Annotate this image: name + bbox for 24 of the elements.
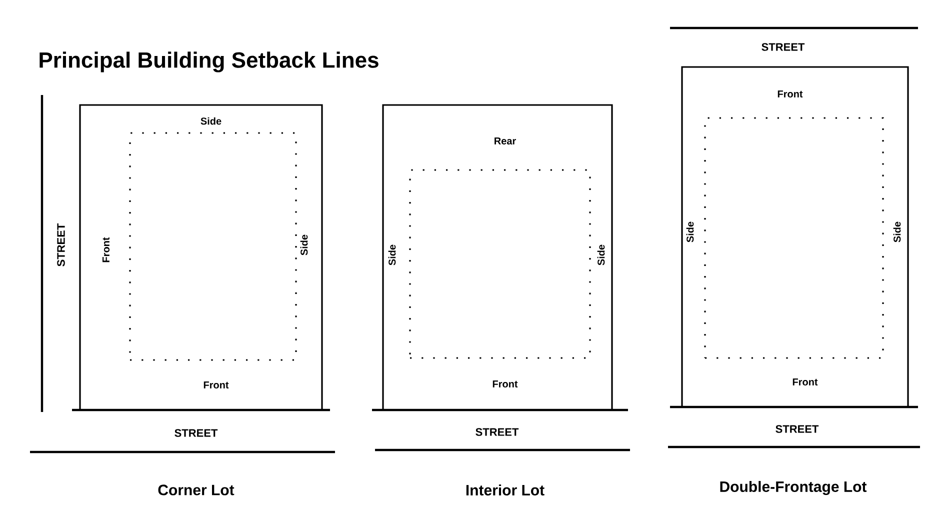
setback-label: Front [492,380,518,388]
lot-caption: Double-Frontage Lot [720,480,867,496]
street-label: STREET [762,43,805,51]
lot-caption: Interior Lot [466,484,544,496]
setback-label: Side [388,244,396,266]
title: Principal Building Setback Lines [40,52,378,72]
setback-label: Rear [494,138,516,144]
street-label: STREET [776,425,819,433]
lot-box [372,104,628,412]
setback-label: Side [686,222,694,242]
setback-label: Side [200,117,222,125]
setback-label: Front [102,237,110,262]
lot-caption: Corner Lot [158,484,234,496]
street-label: STREET [476,428,519,436]
setback-label: Side [300,234,308,256]
setback-label: Front [792,378,818,386]
street-label: STREET [174,429,218,437]
setback-label: Front [778,90,803,98]
setback-label: Front [204,382,229,388]
setback-label: Side [893,222,901,242]
street-label: STREET [57,223,65,266]
lot-box [670,66,918,408]
setback-label: Side [597,244,605,266]
lot-box [72,104,330,412]
